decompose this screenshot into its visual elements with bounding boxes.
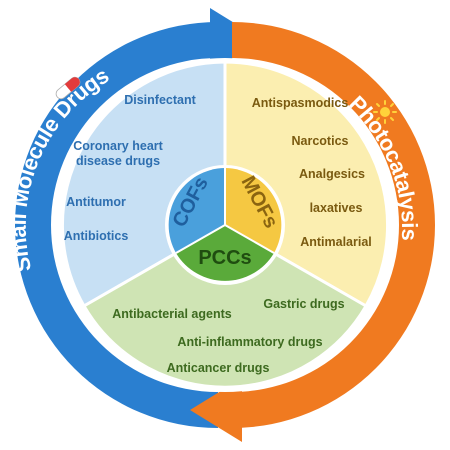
pccs-item-anticancer: Anticancer drugs: [167, 361, 270, 375]
mofs-item-antispasmodics: Antispasmodics: [252, 96, 349, 110]
sun-icon: [373, 100, 397, 124]
cofs-item-antitumor: Antitumor: [66, 195, 126, 209]
core-label-pccs: PCCs: [198, 247, 251, 269]
core-mofs: [225, 168, 282, 253]
mofs-item-laxatives: laxatives: [310, 201, 363, 215]
core-pccs: [176, 225, 274, 281]
pccs-item-antibacterial: Antibacterial agents: [112, 307, 232, 321]
pill-capsule-icon: [55, 76, 81, 100]
mofs-item-analgesics: Analgesics: [299, 167, 365, 181]
pccs-item-gastric: Gastric drugs: [263, 297, 344, 311]
core-cofs: [168, 168, 225, 253]
mofs-item-antimalarial: Antimalarial: [300, 235, 372, 249]
mofs-item-narcotics: Narcotics: [292, 134, 349, 148]
cofs-item-coronary-2: disease drugs: [76, 154, 160, 168]
cofs-item-antibiotics: Antibiotics: [64, 229, 129, 243]
orange-arrowhead: [190, 378, 242, 442]
outer-ring-blue: [15, 22, 218, 428]
cofs-item-coronary-1: Coronary heart: [73, 139, 163, 153]
sector-pccs: [81, 223, 369, 389]
pccs-item-anti-inflammatory: Anti-inflammatory drugs: [177, 335, 322, 349]
cofs-item-disinfectant: Disinfectant: [124, 93, 196, 107]
